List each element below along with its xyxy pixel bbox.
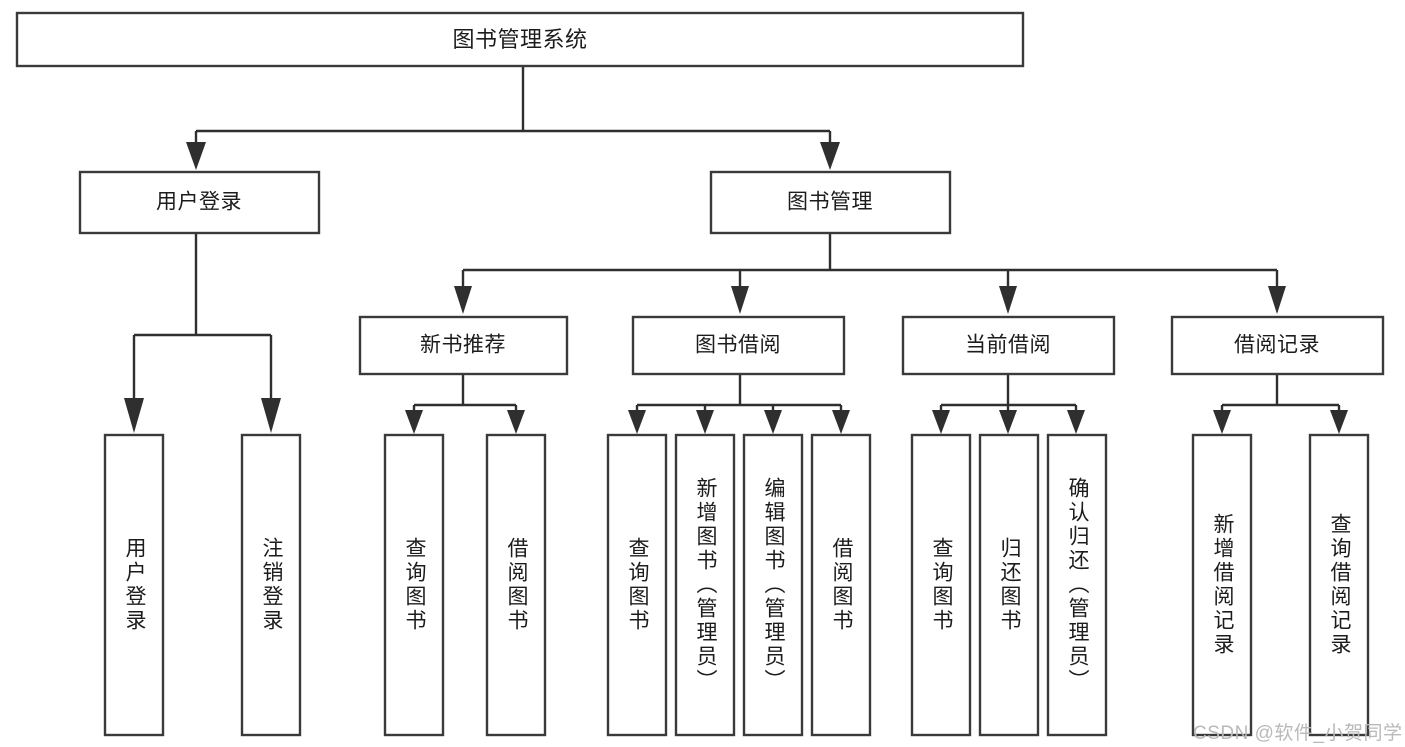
arrow-book-borrow-leaf-3 <box>764 410 782 434</box>
arrow-borrow-record-leaf-1 <box>1213 410 1231 434</box>
leaf-box-borrow-record-1[interactable] <box>1191 433 1253 737</box>
arrow-new-book-leaf-2 <box>507 410 525 434</box>
node-new-book-recommend[interactable]: 新书推荐 <box>358 315 569 376</box>
leaf-box-current-borrow-2[interactable] <box>978 433 1040 737</box>
arrow-current-borrow-leaf-3 <box>1067 410 1085 434</box>
node-book-borrow-box <box>631 315 846 376</box>
arrow-current-borrow-leaf-2 <box>999 410 1017 434</box>
node-book-borrow[interactable]: 图书借阅 <box>631 315 846 376</box>
arrow-book-borrow-leaf-2 <box>696 410 714 434</box>
arrow-to-current-borrow <box>999 286 1017 314</box>
leaf-box-new-book-1[interactable] <box>383 433 445 737</box>
node-new-book-recommend-label: 新书推荐 <box>420 334 506 357</box>
node-user-login-label: 用户登录 <box>156 191 242 214</box>
arrow-user-login-leaf-1 <box>124 398 144 433</box>
leaf-box-current-borrow-1[interactable] <box>910 433 972 737</box>
node-book-management-box <box>709 170 952 235</box>
arrow-book-borrow-leaf-4 <box>832 410 850 434</box>
arrow-borrow-record-leaf-2 <box>1330 410 1348 434</box>
node-borrow-record[interactable]: 借阅记录 <box>1170 315 1385 376</box>
node-root-label: 图书管理系统 <box>452 27 587 52</box>
csdn-watermark: CSDN @软件_小贺同学 <box>1193 723 1403 744</box>
arrow-book-borrow-leaf-1 <box>628 410 646 434</box>
arrow-new-book-leaf-1 <box>405 410 423 434</box>
arrow-user-login-leaf-2 <box>261 398 281 433</box>
leaf-box-layer <box>103 433 1370 737</box>
node-borrow-record-box <box>1170 315 1385 376</box>
node-root[interactable]: 图书管理系统 <box>15 11 1025 68</box>
node-borrow-record-label: 借阅记录 <box>1234 334 1320 357</box>
node-book-borrow-label: 图书借阅 <box>695 334 781 357</box>
node-current-borrow-box <box>901 315 1116 376</box>
node-current-borrow[interactable]: 当前借阅 <box>901 315 1116 376</box>
arrow-to-user-login <box>186 142 206 170</box>
node-new-book-recommend-box <box>358 315 569 376</box>
leaf-box-book-borrow-4[interactable] <box>810 433 872 737</box>
leaf-box-user-login-1[interactable] <box>103 433 165 737</box>
leaf-box-user-login-2[interactable] <box>240 433 302 737</box>
node-current-borrow-label: 当前借阅 <box>965 334 1051 357</box>
node-root-box <box>15 11 1025 68</box>
node-book-management-label: 图书管理 <box>787 191 873 214</box>
leaf-box-book-borrow-1[interactable] <box>606 433 668 737</box>
node-book-management[interactable]: 图书管理 <box>709 170 952 235</box>
arrow-to-book-mgmt <box>820 142 840 170</box>
connector-layer <box>124 66 1348 434</box>
arrow-to-book-borrow <box>731 286 749 314</box>
leaf-box-new-book-2[interactable] <box>485 433 547 737</box>
arrow-to-new-book <box>454 286 472 314</box>
leaf-box-book-borrow-2[interactable] <box>674 433 736 737</box>
arrow-to-borrow-record <box>1268 286 1286 314</box>
leaf-box-current-borrow-3[interactable] <box>1046 433 1108 737</box>
node-user-login[interactable]: 用户登录 <box>78 170 321 235</box>
leaf-box-book-borrow-3[interactable] <box>742 433 804 737</box>
arrow-current-borrow-leaf-1 <box>932 410 950 434</box>
node-user-login-box <box>78 170 321 235</box>
leaf-box-borrow-record-2[interactable] <box>1308 433 1370 737</box>
